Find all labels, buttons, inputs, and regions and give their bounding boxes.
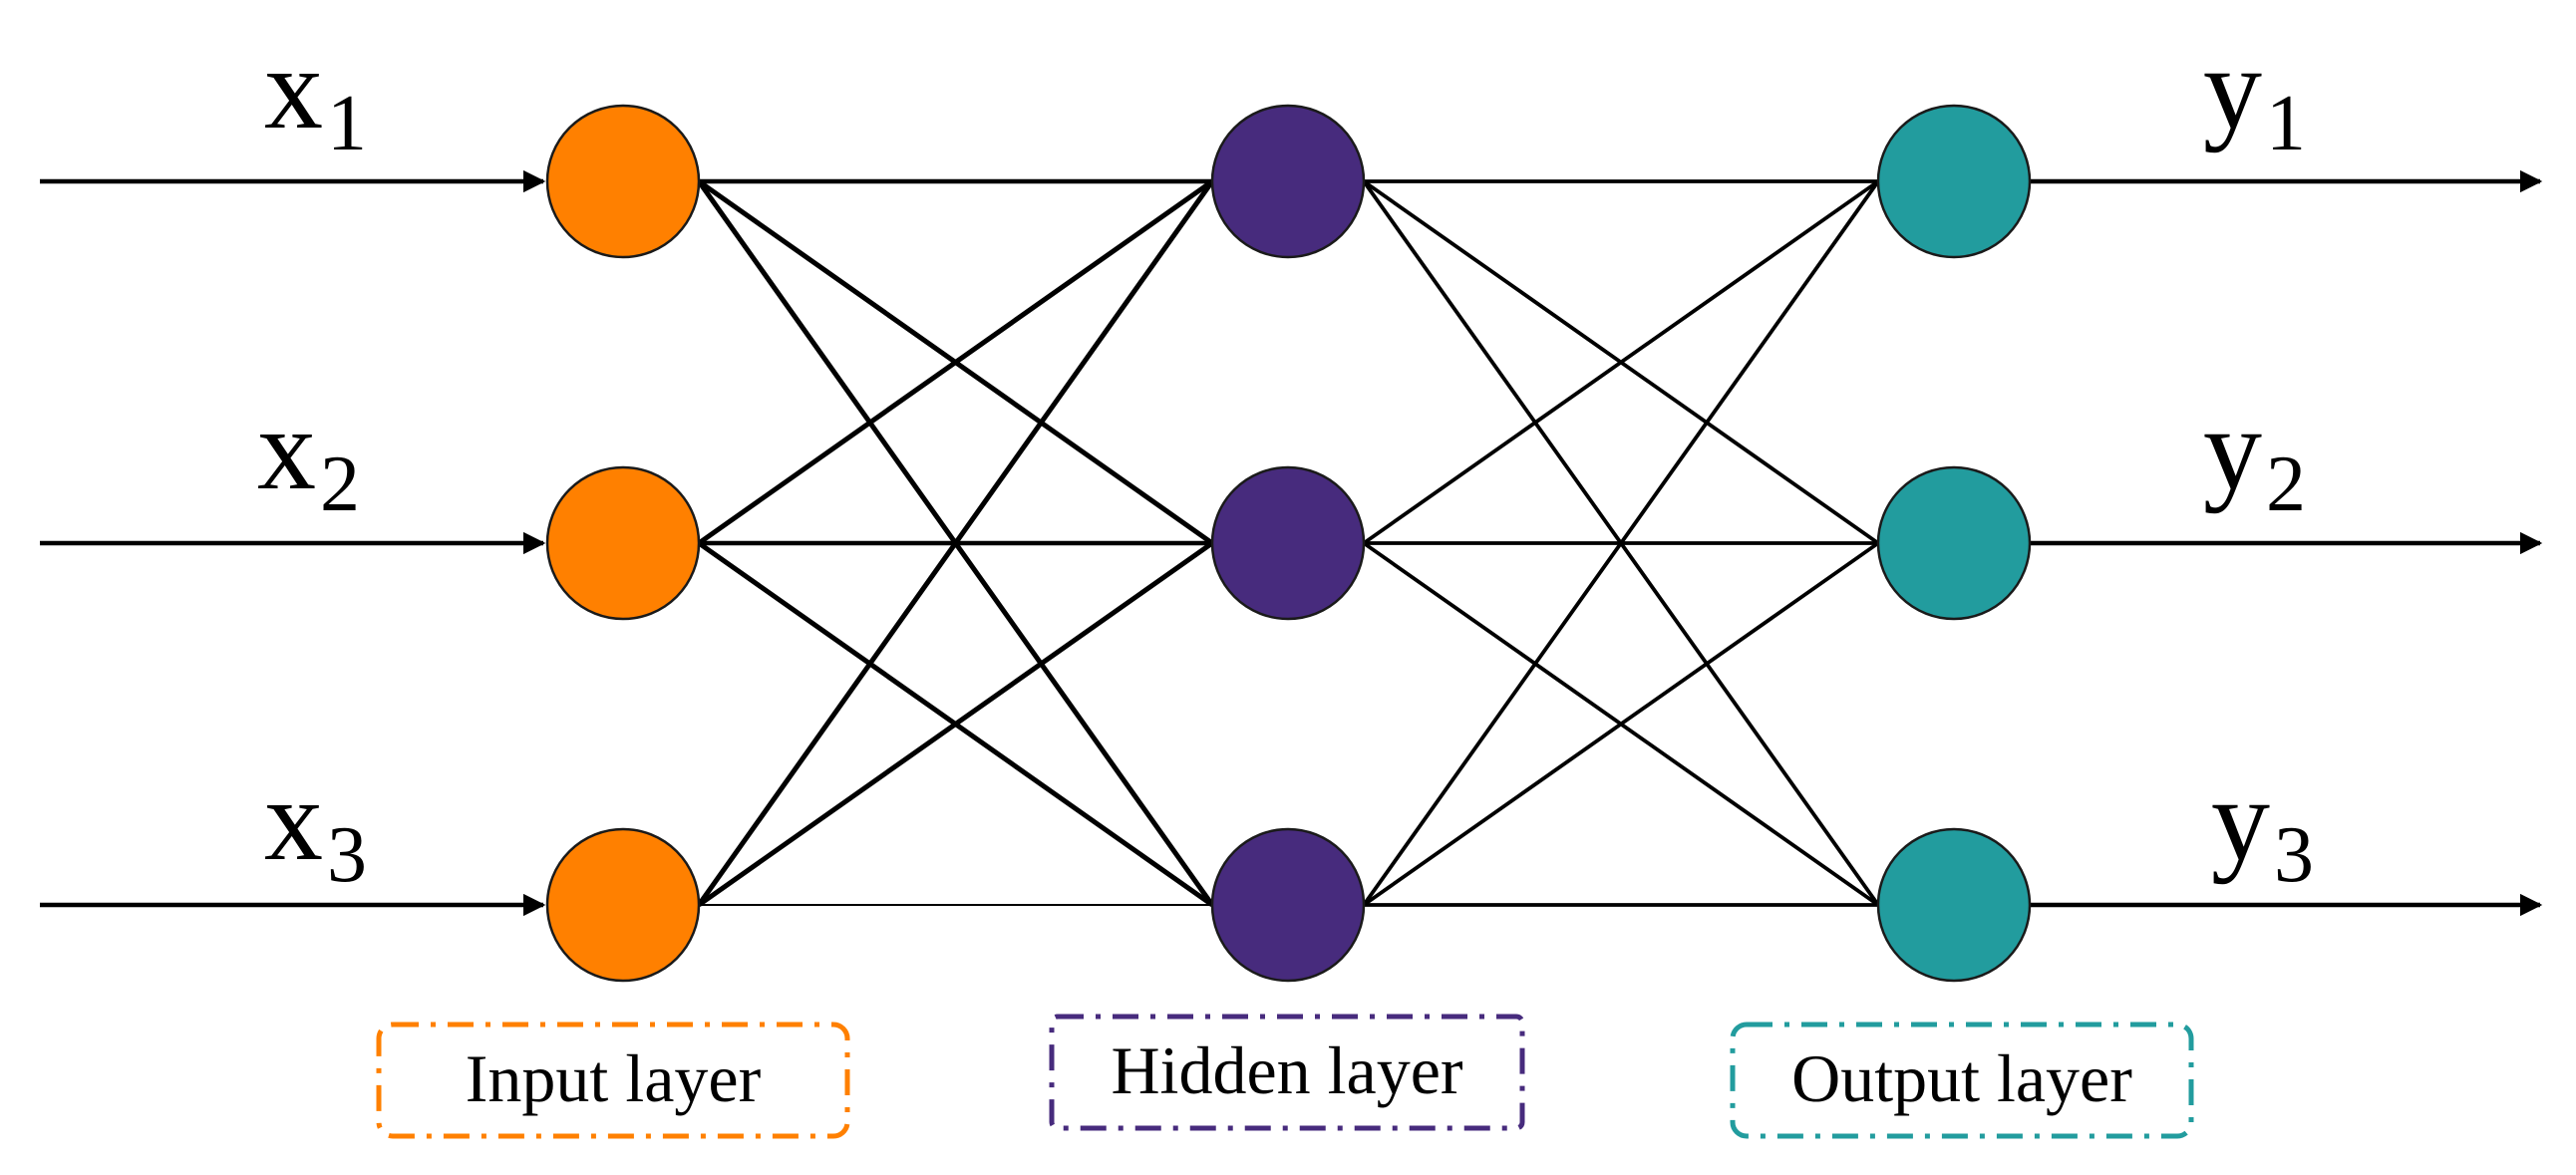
nodes: [545, 104, 2032, 983]
output-layer-box: [1730, 1022, 2194, 1139]
input-label-x2: x2: [257, 384, 360, 528]
output-layer-label: Output layer: [1791, 1040, 2132, 1116]
hidden-node: [1210, 104, 1366, 259]
input-node: [545, 104, 701, 259]
hidden-layer-box: [1049, 1014, 1525, 1131]
output-label-y2: y2: [2203, 384, 2306, 528]
output-label-y3: y3: [2211, 754, 2314, 899]
connection-edge: [697, 540, 1214, 908]
connection-edge: [696, 179, 1215, 907]
input-node: [545, 465, 701, 621]
connection-edge: [1362, 541, 1880, 907]
output-label-y1: y1: [2203, 23, 2306, 167]
output-node: [1876, 827, 2032, 983]
hidden-node: [1210, 465, 1366, 621]
io-lines: [40, 169, 2543, 917]
legend: Input layer Hidden layer Output layer: [376, 1014, 2194, 1139]
hidden-node: [1210, 827, 1366, 983]
connections: [696, 178, 1880, 908]
connection-edge: [1362, 179, 1880, 545]
input-labels: x1 x2 x3: [257, 23, 367, 899]
output-node: [1876, 104, 2032, 259]
input-layer-label: Input layer: [466, 1040, 762, 1116]
output-node: [1876, 465, 2032, 621]
input-node: [545, 827, 701, 983]
input-label-x1: x1: [264, 23, 367, 167]
connection-edge: [1362, 179, 1880, 907]
hidden-layer-label: Hidden layer: [1111, 1032, 1462, 1108]
input-label-x3: x3: [264, 754, 367, 899]
connection-edge: [697, 178, 1214, 546]
output-labels: y1 y2 y3: [2203, 23, 2314, 899]
input-layer-box: [376, 1022, 850, 1139]
